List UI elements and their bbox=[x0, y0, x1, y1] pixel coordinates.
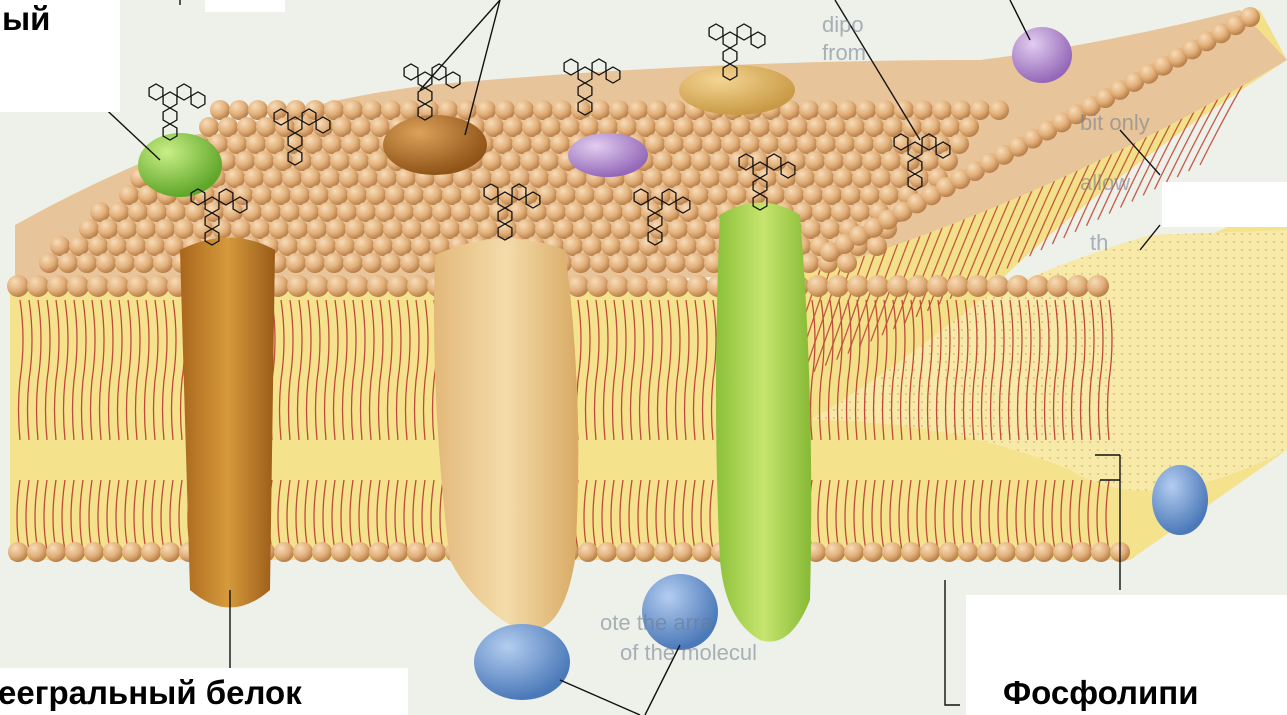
label-box-top-left-2 bbox=[205, 0, 285, 12]
peripheral-protein-blue-left bbox=[474, 624, 570, 700]
svg-text:ote the arra: ote the arra bbox=[600, 610, 713, 635]
label-box-right bbox=[1162, 182, 1287, 227]
label-top-left-fragment: ый bbox=[2, 0, 50, 38]
svg-text:dipo: dipo bbox=[822, 12, 864, 37]
label-integral-protein: еегральный белок bbox=[0, 674, 302, 712]
peripheral-protein-brown bbox=[383, 115, 487, 175]
peripheral-protein-blue-edge bbox=[1152, 465, 1208, 535]
svg-text:th: th bbox=[1090, 230, 1108, 255]
peripheral-protein-green bbox=[138, 133, 222, 197]
svg-text:from: from bbox=[822, 40, 866, 65]
integral-protein-brown bbox=[180, 238, 275, 608]
peripheral-protein-purple-center bbox=[568, 133, 648, 177]
integral-protein-green bbox=[716, 203, 811, 642]
svg-text:allow: allow bbox=[1080, 170, 1130, 195]
svg-text:bit only: bit only bbox=[1080, 110, 1150, 135]
label-phospholipids: Фосфолипи bbox=[1003, 674, 1199, 712]
peripheral-protein-purple-right bbox=[1012, 27, 1072, 83]
svg-text:of the molecul: of the molecul bbox=[620, 640, 757, 665]
